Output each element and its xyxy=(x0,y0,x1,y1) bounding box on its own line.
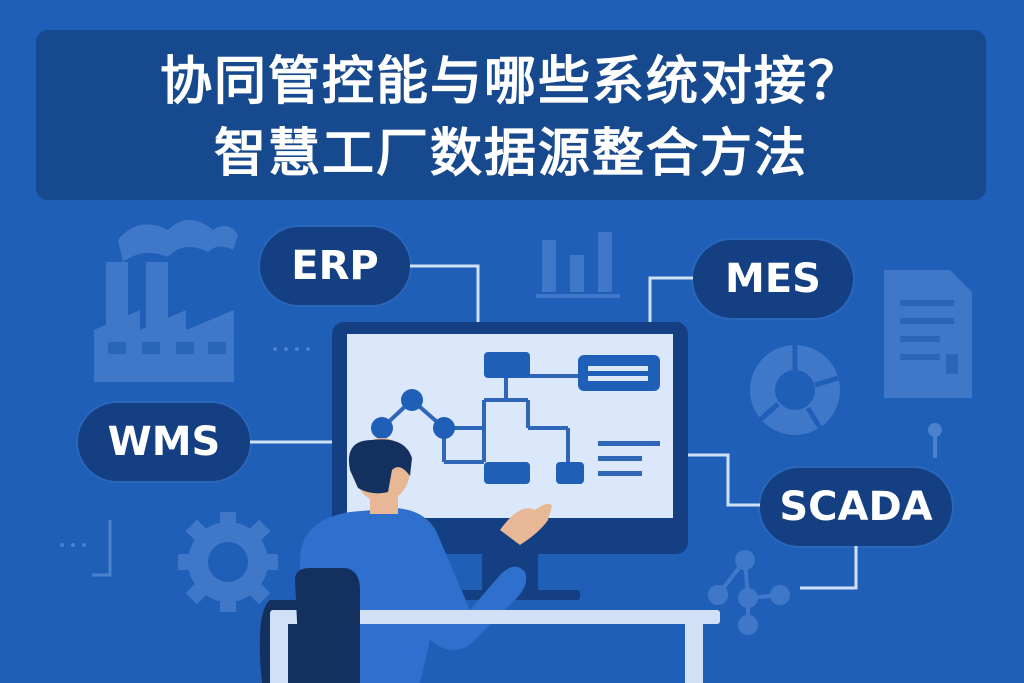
bar-chart-icon xyxy=(536,232,620,298)
title-panel: 协同管控能与哪些系统对接？ 智慧工厂数据源整合方法 xyxy=(36,30,986,200)
pin-icon xyxy=(928,423,942,458)
person-illustration xyxy=(259,438,720,683)
page-title: 协同管控能与哪些系统对接？ xyxy=(159,52,862,112)
gear-icon xyxy=(178,512,278,612)
donut-chart-icon xyxy=(750,345,840,435)
wms-label: WMS xyxy=(78,403,250,481)
page-subtitle: 智慧工厂数据源整合方法 xyxy=(213,124,808,184)
scada-label: SCADA xyxy=(760,468,952,546)
network-icon xyxy=(708,550,790,635)
flowchart-nodes xyxy=(371,352,660,484)
document-icon xyxy=(884,270,972,398)
dots-decoration xyxy=(60,347,310,547)
erp-label: ERP xyxy=(260,227,410,305)
connector-lines xyxy=(250,264,858,590)
mes-label: MES xyxy=(693,240,853,318)
connector-line-small xyxy=(92,520,112,577)
factory-icon xyxy=(94,220,238,382)
